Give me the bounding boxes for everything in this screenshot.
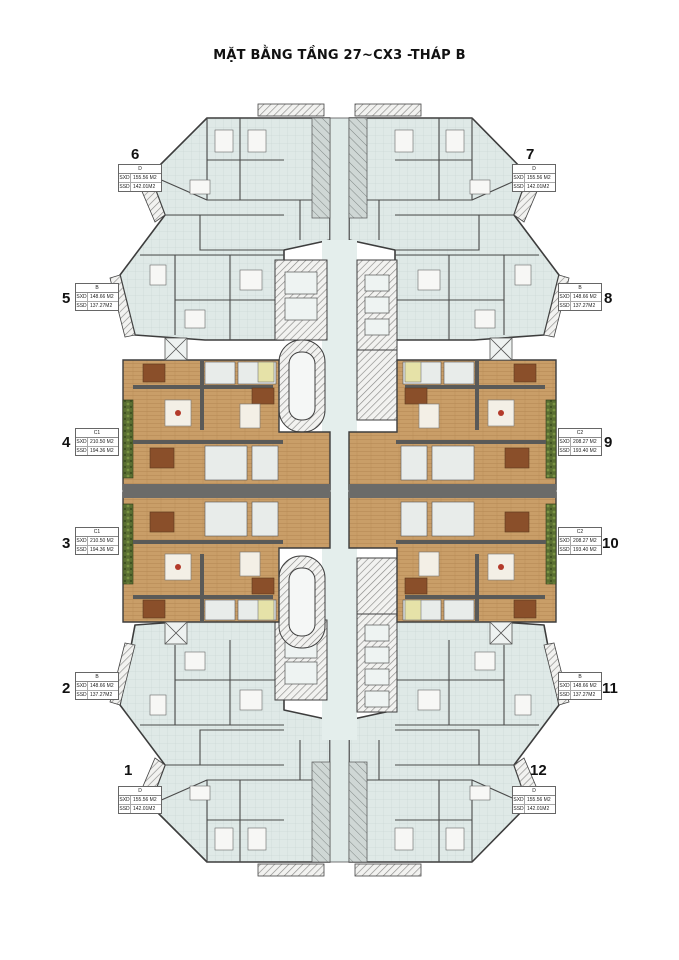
unit-number: 4 [62,434,71,451]
unit-number: 1 [124,762,133,779]
inner-walls [123,360,556,622]
unit-number: 6 [131,146,140,163]
unit-number: 5 [62,290,71,307]
balconies [109,103,570,877]
entrance-hatches [311,117,368,863]
unit-number: 12 [530,762,547,779]
unit-number: 11 [602,680,618,697]
page-title: MẶT BẰNG TẦNG 27~CX3 -THÁP B [213,48,466,63]
unit-number: 10 [602,535,619,552]
unit-number: 8 [604,290,613,307]
wet-areas [204,361,475,621]
outer-furniture [149,129,532,851]
unit-number: 2 [62,680,71,697]
unit-number: 3 [62,535,71,552]
unit-type: D [119,787,161,796]
inner-furniture [142,361,537,621]
green-walls [122,399,557,585]
unit-number: 9 [604,434,613,451]
connector-voids [164,337,513,645]
outer-room-walls [140,118,539,862]
unit-number: 7 [526,146,535,163]
service-cores [274,259,398,713]
